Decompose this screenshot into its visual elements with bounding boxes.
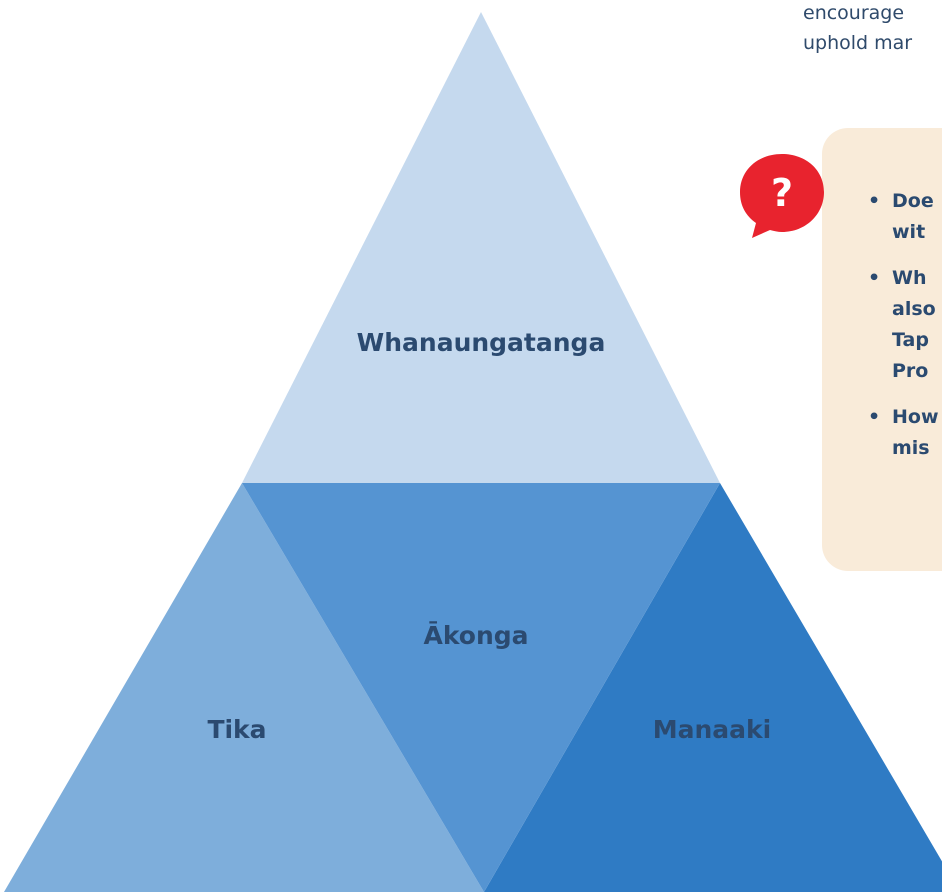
question-item: How mis bbox=[868, 402, 939, 464]
whanaungatanga-triangle bbox=[242, 12, 720, 483]
question-item-line: Tap bbox=[892, 329, 929, 351]
question-item-line: How bbox=[892, 406, 939, 428]
tika-triangle bbox=[4, 483, 484, 892]
svg-text:?: ? bbox=[771, 171, 793, 215]
intro-text: encourage uphold mar bbox=[803, 0, 912, 58]
question-item-line: Wh bbox=[892, 267, 927, 289]
intro-text-line: encourage bbox=[803, 2, 905, 24]
akonga-triangle bbox=[242, 483, 720, 892]
reflection-question-list: Doe witWh alsoTapProHow mis bbox=[868, 186, 939, 479]
question-speech-bubble-icon: ? bbox=[740, 154, 824, 238]
whanaungatanga-label: Whanaungatanga bbox=[357, 328, 606, 357]
question-item-line: Doe bbox=[892, 190, 934, 212]
question-item-line: wit bbox=[892, 221, 926, 243]
question-item-line: mis bbox=[892, 437, 930, 459]
question-item-line: also bbox=[892, 298, 936, 320]
tika-label: Tika bbox=[207, 715, 266, 744]
akonga-label: Ākonga bbox=[423, 621, 528, 650]
question-item-line: Pro bbox=[892, 360, 929, 382]
intro-text-line: uphold mar bbox=[803, 32, 913, 54]
manaaki-triangle bbox=[484, 483, 942, 892]
question-item: Doe wit bbox=[868, 186, 939, 248]
manaaki-label: Manaaki bbox=[653, 715, 771, 744]
